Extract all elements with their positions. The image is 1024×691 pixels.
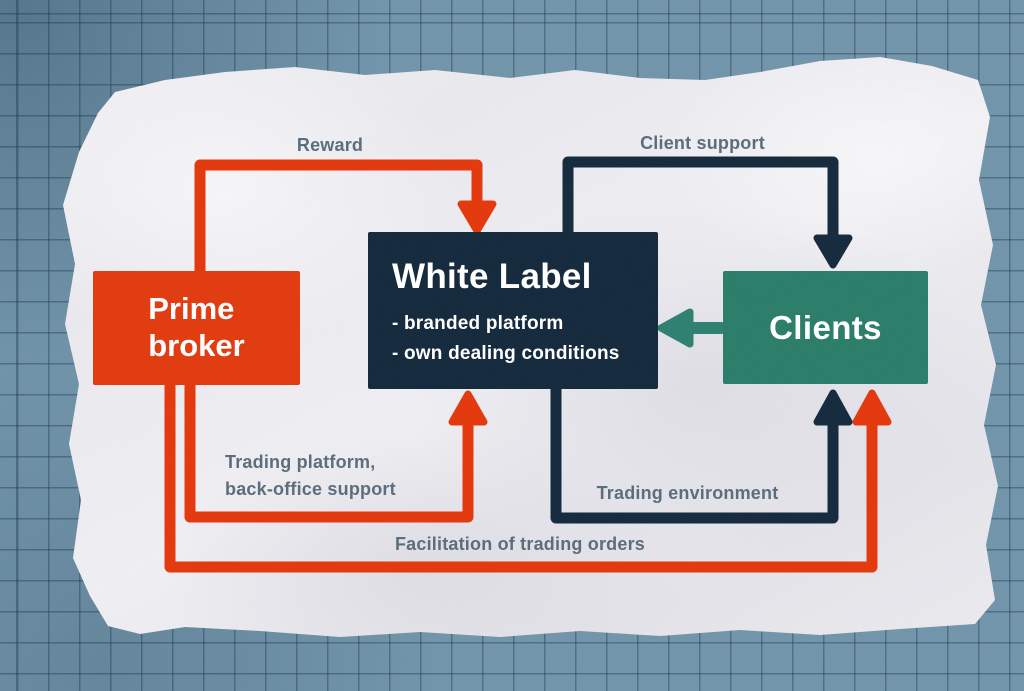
facilitation-edge-label: Facilitation of trading orders: [394, 534, 646, 554]
arrowhead-up-icon: [852, 389, 892, 426]
node-white-label: White Label - branded platform - own dea…: [368, 232, 658, 389]
node-clients: Clients: [723, 271, 928, 384]
node-prime-broker: Prime broker: [93, 271, 300, 385]
trading-platform-edge-label: Trading platform, back-office support: [225, 452, 396, 499]
reward-edge-label: Reward: [296, 135, 364, 155]
clients-label: Clients: [769, 308, 882, 346]
arrowhead-up-icon: [813, 389, 853, 426]
white-label-bullet-1: - branded platform: [392, 312, 564, 334]
white-label-bullet-2: - own dealing conditions: [392, 342, 620, 364]
arrowhead-up-icon: [448, 390, 488, 426]
prime-broker-label: Prime broker: [148, 291, 245, 363]
arrowhead-down-icon: [813, 234, 853, 269]
client-support-edge-label: Client support: [640, 133, 765, 153]
white-label-title: White Label: [392, 256, 592, 296]
arrowhead-left-icon: [657, 308, 694, 348]
arrowhead-down-icon: [457, 200, 497, 235]
trading-environment-edge-label: Trading environment: [596, 483, 779, 503]
clients-to-white-label-arrow: [657, 308, 727, 348]
